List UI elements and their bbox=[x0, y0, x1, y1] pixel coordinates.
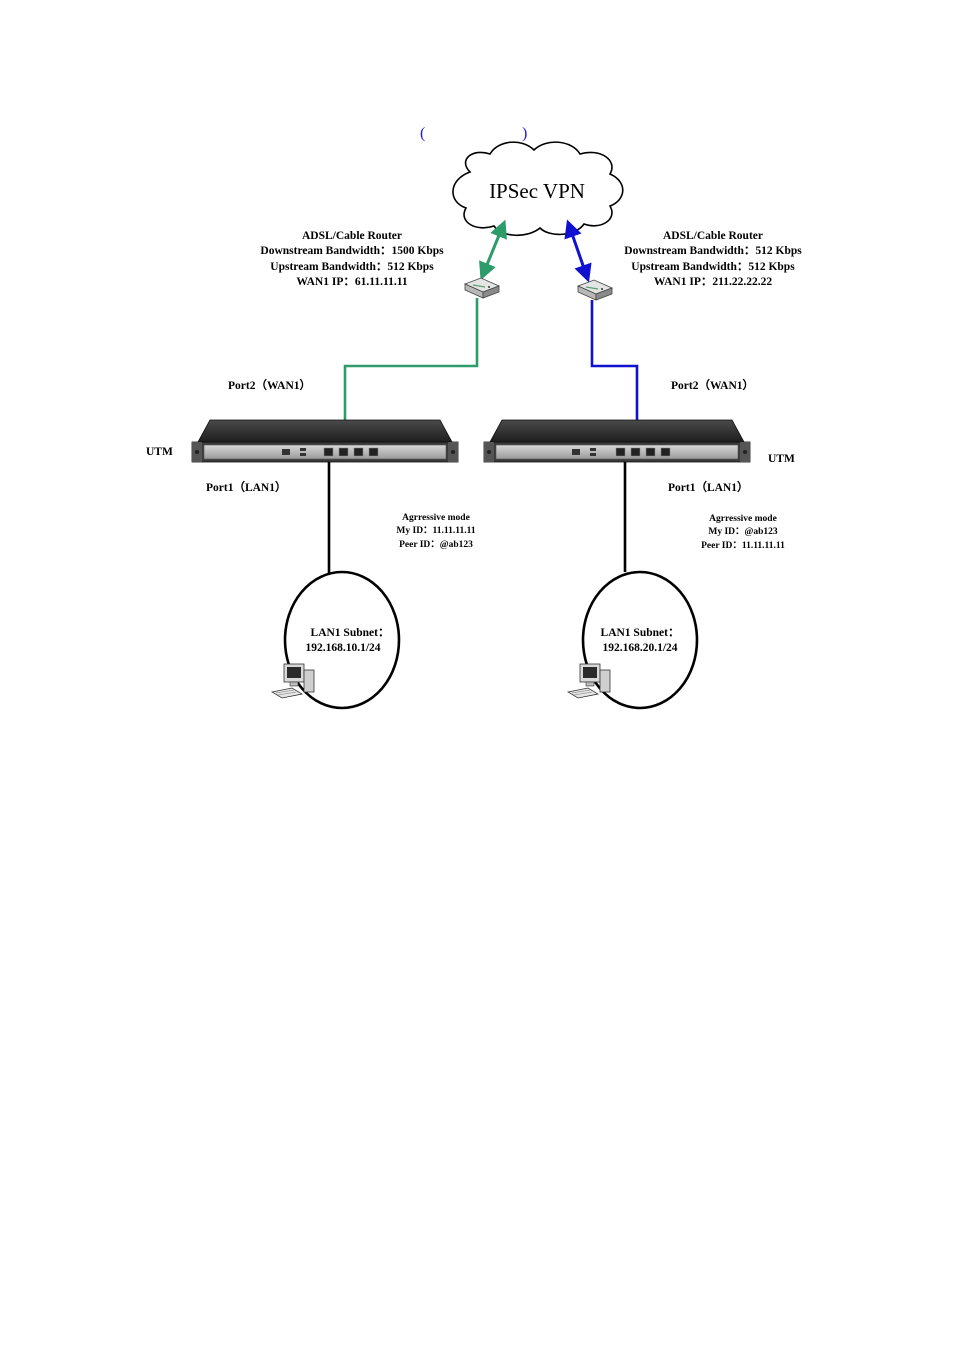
right-my-id: My ID：@ab123 bbox=[708, 527, 778, 537]
right-subnet-title: LAN1 Subnet： bbox=[601, 627, 680, 639]
right-mode: Agrressive mode bbox=[709, 514, 777, 524]
left-vpn-arrow bbox=[479, 219, 507, 281]
left-ipsec-config: Agrressive mode My ID：11.11.11.11 Peer I… bbox=[396, 513, 475, 550]
left-peer-id: Peer ID：@ab123 bbox=[399, 540, 473, 550]
right-router-wan-ip: WAN1 IP：211.22.22.22 bbox=[654, 276, 772, 288]
cloud-icon bbox=[452, 141, 624, 237]
right-wan-cable bbox=[590, 300, 639, 454]
router-icon bbox=[463, 277, 501, 299]
right-ipsec-config: Agrressive mode My ID：@ab123 Peer ID：11.… bbox=[701, 514, 785, 551]
left-my-id: My ID：11.11.11.11 bbox=[396, 526, 475, 536]
header-open-paren: ( bbox=[420, 125, 425, 142]
header-close-paren: ) bbox=[522, 125, 527, 142]
left-router-upstream: Upstream Bandwidth：512 Kbps bbox=[270, 261, 434, 273]
right-utm-label: UTM bbox=[768, 453, 795, 465]
left-utm-label: UTM bbox=[146, 446, 173, 458]
left-wan-port-label: Port2（WAN1） bbox=[228, 378, 311, 392]
right-vpn-arrow bbox=[564, 219, 592, 283]
cloud-label: IPSec VPN bbox=[489, 179, 585, 203]
left-lan-subnet-circle bbox=[283, 570, 401, 710]
left-subnet-value: 192.168.10.1/24 bbox=[305, 642, 380, 654]
left-router-info: ADSL/Cable Router Downstream Bandwidth：1… bbox=[260, 230, 444, 288]
left-mode: Agrressive mode bbox=[402, 513, 470, 523]
right-router-downstream: Downstream Bandwidth：512 Kbps bbox=[624, 245, 802, 257]
utm-appliance-icon bbox=[483, 419, 751, 463]
left-router-wan-ip: WAN1 IP：61.11.11.11 bbox=[296, 276, 407, 288]
right-subnet-value: 192.168.20.1/24 bbox=[602, 642, 677, 654]
right-wan-port-label: Port2（WAN1） bbox=[671, 378, 754, 392]
right-router-name: ADSL/Cable Router bbox=[663, 230, 763, 242]
right-lan-subnet-circle bbox=[581, 570, 699, 710]
right-router-info: ADSL/Cable Router Downstream Bandwidth：5… bbox=[624, 230, 802, 288]
computer-icon bbox=[270, 663, 315, 699]
left-lan-port-label: Port1（LAN1） bbox=[206, 480, 287, 494]
right-router-upstream: Upstream Bandwidth：512 Kbps bbox=[631, 261, 795, 273]
utm-appliance-icon bbox=[191, 419, 459, 463]
right-peer-id: Peer ID：11.11.11.11 bbox=[701, 541, 785, 551]
computer-icon bbox=[566, 663, 611, 699]
router-icon bbox=[576, 279, 614, 301]
left-router-downstream: Downstream Bandwidth：1500 Kbps bbox=[260, 245, 444, 257]
left-router-name: ADSL/Cable Router bbox=[302, 230, 402, 242]
left-subnet-title: LAN1 Subnet： bbox=[311, 627, 390, 639]
left-wan-cable bbox=[343, 298, 479, 454]
right-lan-port-label: Port1（LAN1） bbox=[668, 480, 749, 494]
